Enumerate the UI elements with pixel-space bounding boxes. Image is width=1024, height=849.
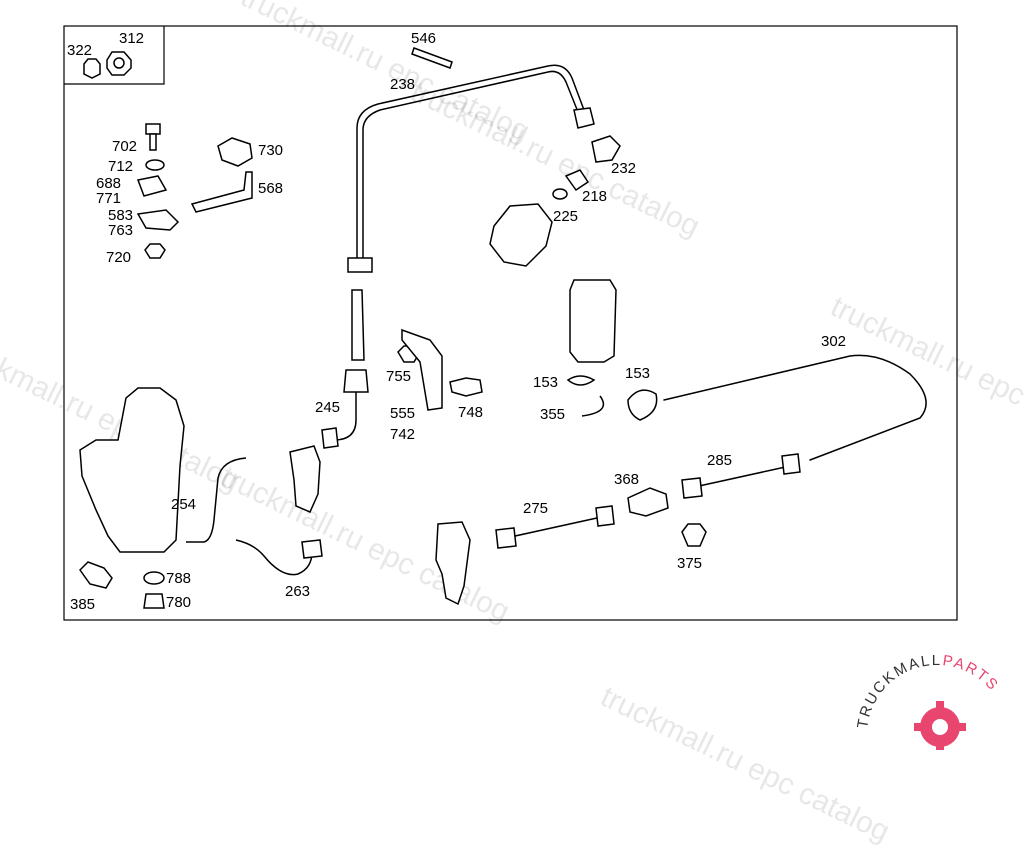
callout-238: 238 xyxy=(390,76,415,93)
plug-780[interactable] xyxy=(143,593,165,609)
callout-302: 302 xyxy=(821,333,846,350)
callout-555: 555 xyxy=(390,405,415,422)
clip-730[interactable] xyxy=(217,137,253,167)
callout-322: 322 xyxy=(67,42,92,59)
hose-302[interactable] xyxy=(663,354,927,461)
callout-755: 755 xyxy=(386,368,411,385)
nut-312[interactable] xyxy=(106,51,132,76)
bolt-702[interactable] xyxy=(145,123,161,151)
inset-box xyxy=(64,26,165,85)
nut-322[interactable] xyxy=(83,58,101,79)
callout-355: 355 xyxy=(540,406,565,423)
callout-285: 285 xyxy=(707,452,732,469)
filter-225[interactable] xyxy=(489,203,553,267)
callout-771: 771 xyxy=(96,190,121,207)
reservoir[interactable] xyxy=(569,279,617,363)
callout-568: 568 xyxy=(258,180,283,197)
callout-688: 688 xyxy=(96,175,121,192)
bracket-555[interactable] xyxy=(401,328,443,411)
callout-153-right: 153 xyxy=(625,365,650,382)
pipe-263[interactable] xyxy=(235,539,313,576)
callout-730: 730 xyxy=(258,142,283,159)
callout-702: 702 xyxy=(112,138,137,155)
pipe-275[interactable] xyxy=(505,515,607,539)
connector-368[interactable] xyxy=(627,487,669,517)
callout-748: 748 xyxy=(458,404,483,421)
fitting-232[interactable] xyxy=(591,135,621,163)
callout-275: 275 xyxy=(523,500,548,517)
callout-225: 225 xyxy=(553,208,578,225)
fitting-385[interactable] xyxy=(79,561,113,589)
valve-block-lower[interactable] xyxy=(435,521,471,606)
callout-245: 245 xyxy=(315,399,340,416)
callout-368: 368 xyxy=(614,471,639,488)
callout-788: 788 xyxy=(166,570,191,587)
callout-546: 546 xyxy=(411,30,436,47)
clamp-688[interactable] xyxy=(136,175,168,197)
callout-375: 375 xyxy=(677,555,702,572)
callout-712: 712 xyxy=(108,158,133,175)
callout-583: 583 xyxy=(108,207,133,224)
pipe-238[interactable] xyxy=(356,64,585,262)
diagram-frame xyxy=(63,25,958,621)
bolt-748[interactable] xyxy=(449,377,483,397)
hose-355[interactable] xyxy=(581,395,605,417)
plate-546[interactable] xyxy=(411,47,453,69)
nut-375[interactable] xyxy=(681,523,707,547)
pipe-254[interactable] xyxy=(186,457,247,543)
callout-153-left: 153 xyxy=(533,374,558,391)
clamp-583[interactable] xyxy=(136,209,180,231)
callout-720: 720 xyxy=(106,249,131,266)
pipe-285[interactable] xyxy=(689,465,791,489)
callout-742: 742 xyxy=(390,426,415,443)
parts-diagram: 322 312 546 238 702 712 730 688 771 568 … xyxy=(63,25,958,621)
callout-312: 312 xyxy=(119,30,144,47)
callout-218: 218 xyxy=(582,188,607,205)
elbow-245[interactable] xyxy=(333,380,357,441)
callout-254: 254 xyxy=(171,496,196,513)
connector-upper[interactable] xyxy=(351,289,365,361)
washer-788[interactable] xyxy=(143,571,165,585)
steering-gear-254[interactable] xyxy=(79,387,185,553)
clamp-153-right[interactable] xyxy=(627,389,658,421)
valve-block-center[interactable] xyxy=(289,445,321,513)
nut-720[interactable] xyxy=(144,243,166,259)
callout-763: 763 xyxy=(108,222,133,239)
bracket-568[interactable] xyxy=(190,171,253,213)
washer-712[interactable] xyxy=(145,159,165,171)
callout-232: 232 xyxy=(611,160,636,177)
fitting-218[interactable] xyxy=(564,169,590,192)
gear-icon xyxy=(914,701,966,750)
clamp-153-left[interactable] xyxy=(566,375,596,386)
truckmall-logo: TRUCKMALLPARTS xyxy=(855,655,1000,750)
callout-780: 780 xyxy=(166,594,191,611)
callout-263: 263 xyxy=(285,583,310,600)
callout-385: 385 xyxy=(70,596,95,613)
